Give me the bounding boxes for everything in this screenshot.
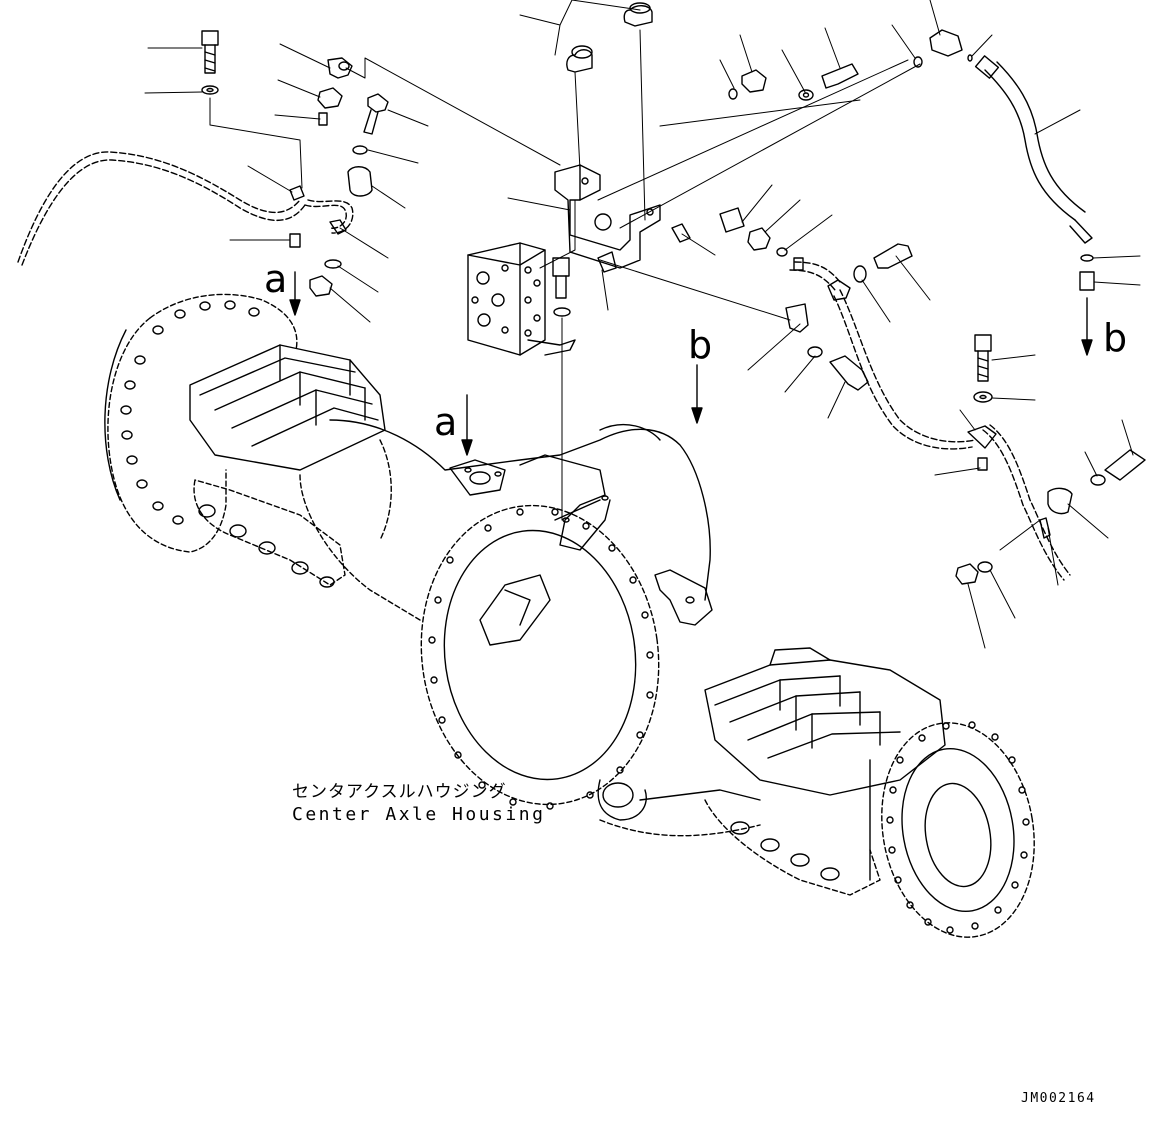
caption-japanese: センタアクスルハウジング bbox=[292, 782, 507, 802]
right-flange-bolt-holes bbox=[886, 721, 1030, 934]
brake-pipes bbox=[17, 151, 1071, 581]
view-marker-a-lower: a bbox=[434, 400, 458, 444]
left-flange-bolt-holes bbox=[120, 300, 260, 525]
view-marker-b-upper: b bbox=[1103, 316, 1128, 360]
view-marker-b-lower: b bbox=[688, 323, 713, 367]
view-arrows bbox=[289, 271, 1093, 456]
leader-lines bbox=[144, 0, 1141, 649]
ring-bolt-holes bbox=[428, 508, 654, 810]
hardware bbox=[201, 29, 1146, 585]
valve-block bbox=[467, 242, 576, 356]
view-marker-a-upper: a bbox=[264, 257, 288, 301]
drawing-code: JM002164 bbox=[1021, 1091, 1096, 1106]
mounting-bracket bbox=[554, 2, 661, 273]
center-axle-housing bbox=[104, 293, 1035, 938]
flexible-hose bbox=[974, 55, 1093, 244]
caption-english: Center Axle Housing bbox=[292, 804, 546, 825]
